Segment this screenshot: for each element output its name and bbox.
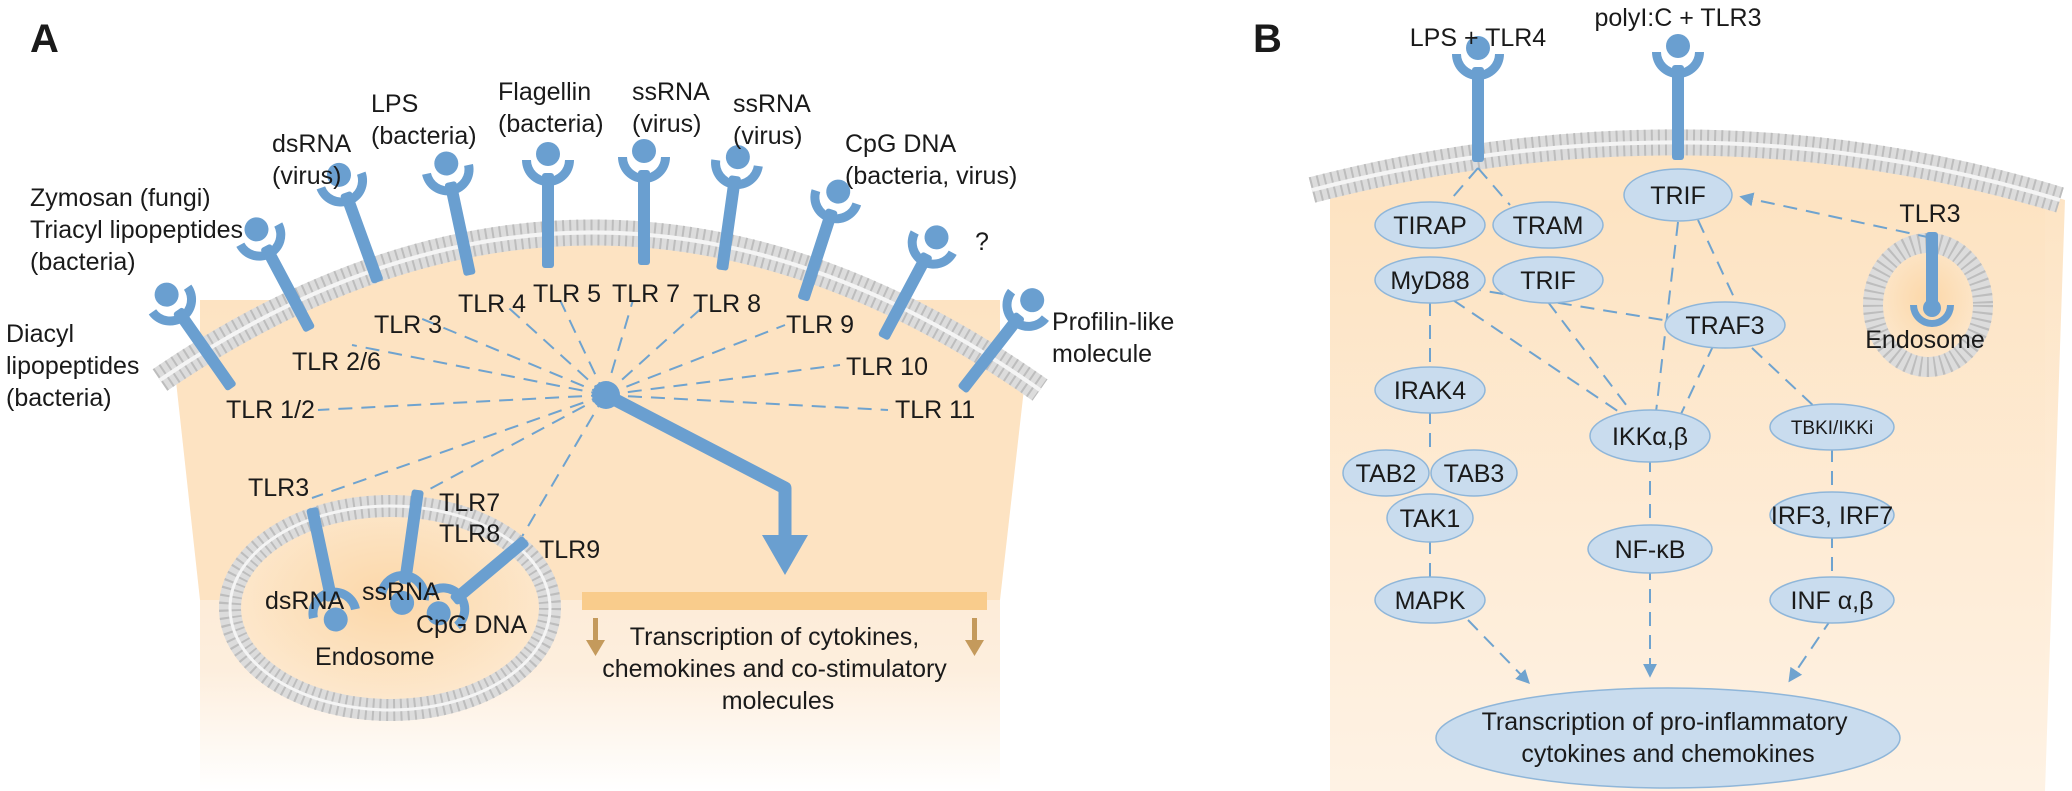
node-myd88-label: MyD88 [1390,267,1469,295]
signal-arrow-shaft [603,389,792,545]
ligand-ssrna-7: ssRNA (virus) [632,78,715,138]
label-tlr12: TLR 1/2 [226,396,315,424]
node-irf-label: IRF3, IRF7 [1771,502,1893,530]
node-inf-label: INF α,β [1791,587,1874,615]
endo-ligand-dsrna: dsRNA [265,587,345,615]
ligand-dsrna: dsRNA (virus) [272,130,357,190]
pathway-lines-b [1429,167,1933,685]
node-tirap [1374,201,1486,249]
endosome-label-b: Endosome [1865,326,1985,354]
node-irf [1769,491,1895,539]
node-tab2-label: TAB2 [1356,460,1417,488]
panel-b-label: B [1253,17,1282,61]
ligand-zymosan: Zymosan (fungi) Triacyl lipopeptides (ba… [30,184,250,276]
node-ikk [1589,409,1711,463]
node-traf3-label: TRAF3 [1685,312,1764,340]
node-trif-top-label: TRIF [1650,182,1706,210]
down-arrow-right [965,618,984,656]
endo-ligand-ssrna: ssRNA [362,578,440,606]
ligand-diacyl: Diacyl lipopeptides (bacteria) [6,320,146,412]
node-tab3-label: TAB3 [1444,460,1505,488]
down-arrow-left [586,618,605,656]
endo-label-tlr7: TLR7 [439,489,500,517]
node-irak4-label: IRAK4 [1394,377,1466,405]
node-trif-mid [1492,256,1604,304]
label-tlr10: TLR 10 [846,353,928,381]
output-text-b: Transcription of pro-inflammatory cytoki… [1482,708,1855,768]
node-tak1 [1386,493,1474,543]
node-output [1435,687,1901,789]
top-label-polyic-tlr3: polyI:C + TLR3 [1595,4,1762,32]
ligand-lps: LPS (bacteria) [371,90,477,150]
node-mapk-label: MAPK [1395,587,1466,615]
label-tlr5: TLR 5 [533,280,601,308]
top-label-lps-tlr4: LPS + TLR4 [1410,24,1547,52]
node-tram-label: TRAM [1513,212,1584,240]
node-irak4 [1374,366,1486,414]
node-tirap-label: TIRAP [1393,212,1467,240]
endo-ligand-cpg: CpG DNA [416,611,527,639]
endosome-tlr3-label-b: TLR3 [1899,200,1960,228]
ligand-ssrna-8: ssRNA (virus) [733,90,816,150]
ligand-profilin: Profilin-like molecule [1052,308,1181,368]
panel-a-label: A [30,17,59,61]
node-myd88 [1374,256,1486,304]
endo-label-tlr3: TLR3 [248,474,309,502]
node-nfkb-label: NF-κB [1615,536,1686,564]
node-inf [1769,576,1895,624]
label-tlr11: TLR 11 [895,396,975,424]
node-trif-top [1623,168,1733,222]
transcription-text-a: Transcription of cytokines, chemokines a… [602,623,954,715]
node-tbk [1769,403,1895,451]
endo-label-tlr9: TLR9 [539,536,600,564]
label-tlr26: TLR 2/6 [292,348,381,376]
transcription-bar [582,592,987,610]
node-trif-mid-label: TRIF [1520,267,1576,295]
node-traf3 [1664,301,1786,349]
endo-label-tlr8: TLR8 [439,520,500,548]
node-tram [1492,201,1604,249]
label-tlr3: TLR 3 [374,311,442,339]
label-tlr8: TLR 8 [693,290,761,318]
label-tlr9: TLR 9 [786,311,854,339]
node-tab2 [1342,449,1430,497]
tlr3-endosomal-receptor-b [1910,232,1954,327]
label-tlr4: TLR 4 [458,290,526,318]
signal-arrow-head [762,535,808,575]
ligand-flagellin: Flagellin (bacteria) [498,78,604,138]
signal-lines-a [311,299,889,541]
ligand-cpg-dna: CpG DNA (bacteria, virus) [845,130,1017,190]
node-tab3 [1430,449,1518,497]
label-tlr7: TLR 7 [612,280,680,308]
endosome-label-a: Endosome [315,643,435,671]
node-ikk-label: IKKα,β [1612,423,1688,451]
node-nfkb [1587,524,1713,574]
node-tbk-label: TBKI/IKKi [1791,418,1873,439]
node-mapk [1374,576,1486,624]
ligand-unknown: ? [975,228,989,256]
node-tak1-label: TAK1 [1400,505,1461,533]
